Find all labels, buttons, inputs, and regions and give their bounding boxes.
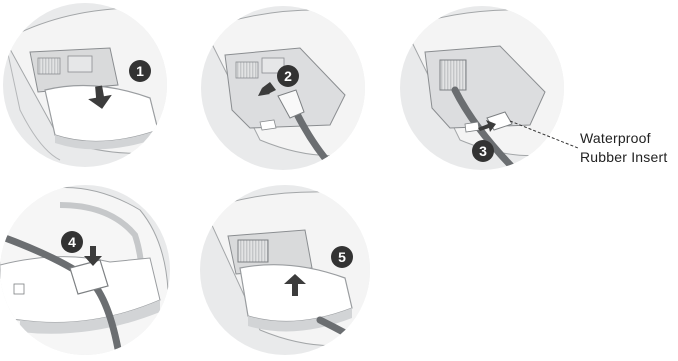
step-4-illustration: 4 <box>0 185 170 360</box>
step-2-number: 2 <box>284 68 292 84</box>
ethernet-port <box>236 62 258 78</box>
step-3-illustration: 3 <box>400 6 578 175</box>
rj45-plug <box>238 240 268 262</box>
rj45-plug <box>440 60 466 90</box>
step-4-badge: 4 <box>61 231 83 253</box>
step-3-number: 3 <box>479 143 487 159</box>
step-5-number: 5 <box>338 249 346 265</box>
step-1-illustration: 1 <box>3 3 170 167</box>
step-2-badge: 2 <box>277 65 299 87</box>
step-2-illustration: 2 <box>201 6 370 175</box>
ethernet-port <box>38 58 60 74</box>
callout-line-2: Rubber Insert <box>580 148 676 167</box>
waterproof-rubber-insert-label: Waterproof Rubber Insert <box>580 129 676 167</box>
step-4-number: 4 <box>68 234 76 250</box>
step-5-badge: 5 <box>331 246 353 268</box>
step-1-number: 1 <box>136 63 144 79</box>
step-1-badge: 1 <box>129 60 151 82</box>
callout-line-1: Waterproof <box>580 129 676 148</box>
step-3-badge: 3 <box>472 140 494 162</box>
step-5-illustration: 5 <box>200 185 375 355</box>
